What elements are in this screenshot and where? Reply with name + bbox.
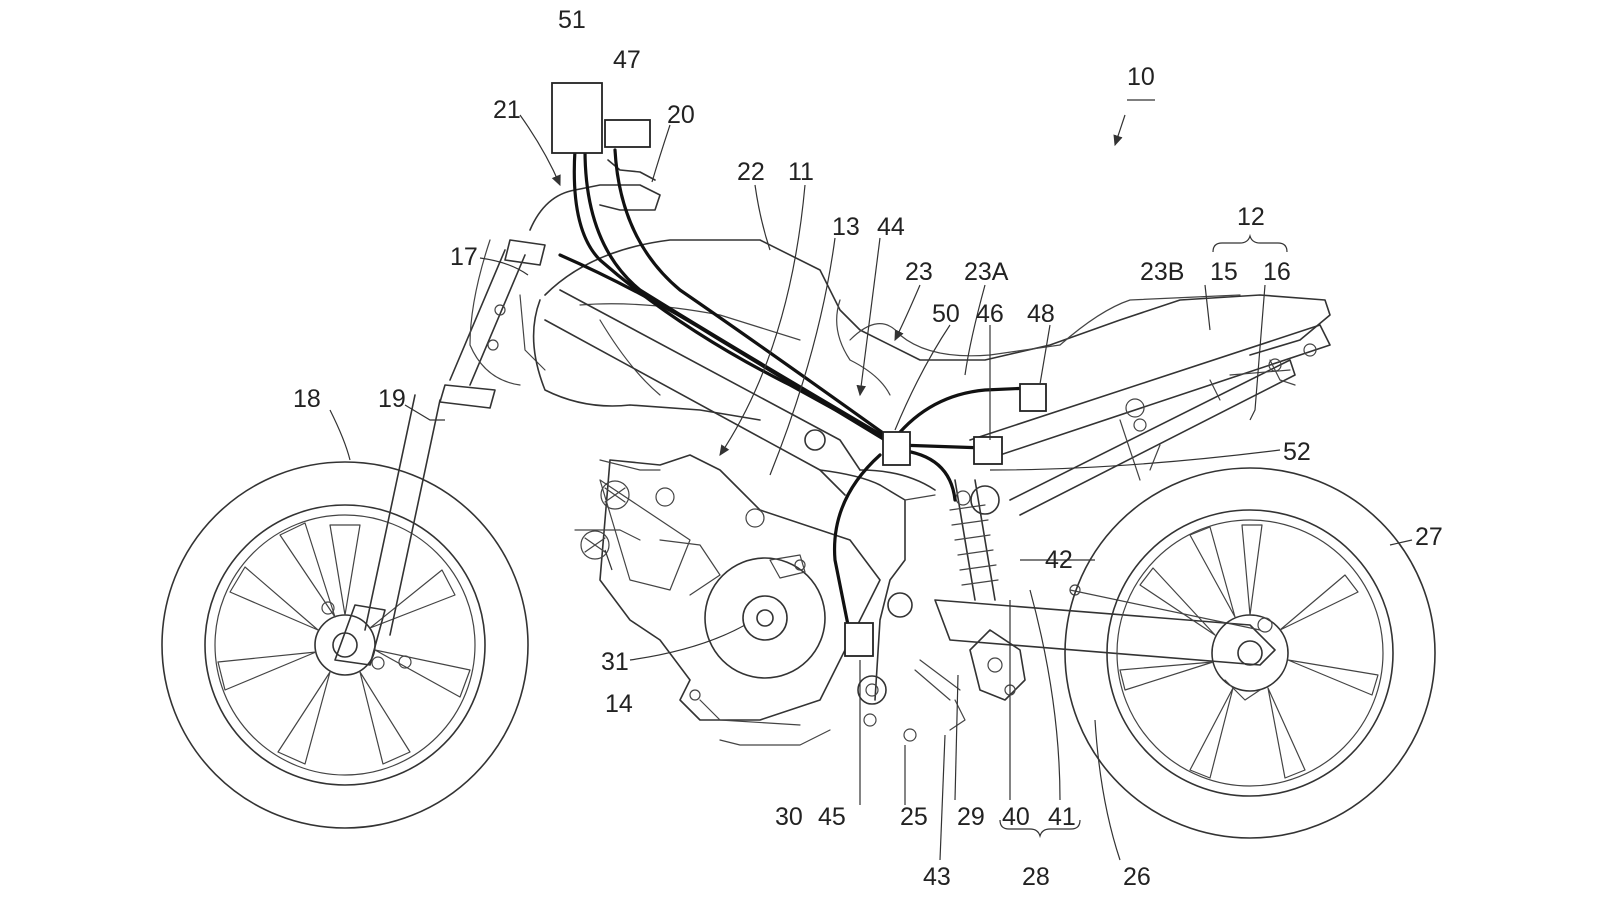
label-11: 11 [788, 158, 814, 186]
label-28: 28 [1022, 863, 1050, 891]
rear-wheel [1064, 467, 1436, 839]
wiring-harness [558, 148, 1032, 627]
box-45 [844, 622, 874, 657]
leader-lines [329, 99, 1413, 861]
box-51 [551, 82, 603, 154]
label-31: 31 [601, 648, 629, 676]
label-50: 50 [932, 300, 960, 328]
label-47: 47 [613, 46, 641, 74]
rear-frame [969, 324, 1331, 516]
reference-numerals: 10 51 47 21 20 22 11 13 44 23 23A 12 23B… [293, 6, 1443, 891]
brace-28 [999, 819, 1081, 839]
label-45: 45 [818, 803, 846, 831]
box-50 [882, 431, 911, 466]
label-29: 29 [957, 803, 985, 831]
headlight-area [469, 239, 546, 386]
label-26: 26 [1123, 863, 1151, 891]
label-46: 46 [976, 300, 1004, 328]
swing-arm [887, 584, 1276, 666]
label-10: 10 [1127, 63, 1155, 91]
label-19: 19 [378, 385, 406, 413]
label-25: 25 [900, 803, 928, 831]
label-18: 18 [293, 385, 321, 413]
label-48: 48 [1027, 300, 1055, 328]
handlebar [529, 159, 661, 231]
engine [599, 454, 881, 726]
fuel-tank [532, 239, 1331, 421]
rear-suspension [949, 479, 1026, 701]
front-fork [334, 239, 546, 666]
label-44: 44 [877, 213, 905, 241]
brace-12 [1212, 233, 1288, 253]
main-frame [544, 289, 936, 701]
label-42: 42 [1045, 546, 1073, 574]
cylinder-head [574, 459, 661, 560]
label-15: 15 [1210, 258, 1238, 286]
label-30: 30 [775, 803, 803, 831]
label-14: 14 [605, 690, 633, 718]
label-52: 52 [1283, 438, 1311, 466]
box-46 [973, 436, 1003, 465]
label-20: 20 [667, 101, 695, 129]
label-13: 13 [832, 213, 860, 241]
label-21: 21 [493, 96, 521, 124]
label-17: 17 [450, 243, 478, 271]
front-wheel-spokes [217, 522, 471, 765]
box-47 [604, 119, 651, 148]
rear-wheel-spokes [1119, 524, 1379, 779]
label-40: 40 [1002, 803, 1030, 831]
label-51: 51 [558, 6, 586, 34]
label-43: 43 [923, 863, 951, 891]
box-48 [1019, 383, 1047, 412]
label-23A: 23A [964, 258, 1009, 286]
label-23B: 23B [1140, 258, 1184, 286]
label-41: 41 [1048, 803, 1076, 831]
label-27: 27 [1415, 523, 1443, 551]
label-23: 23 [905, 258, 933, 286]
label-22: 22 [737, 158, 765, 186]
label-12: 12 [1237, 203, 1265, 231]
label-16: 16 [1263, 258, 1291, 286]
front-wheel [161, 461, 529, 829]
footrest-area [719, 659, 966, 746]
